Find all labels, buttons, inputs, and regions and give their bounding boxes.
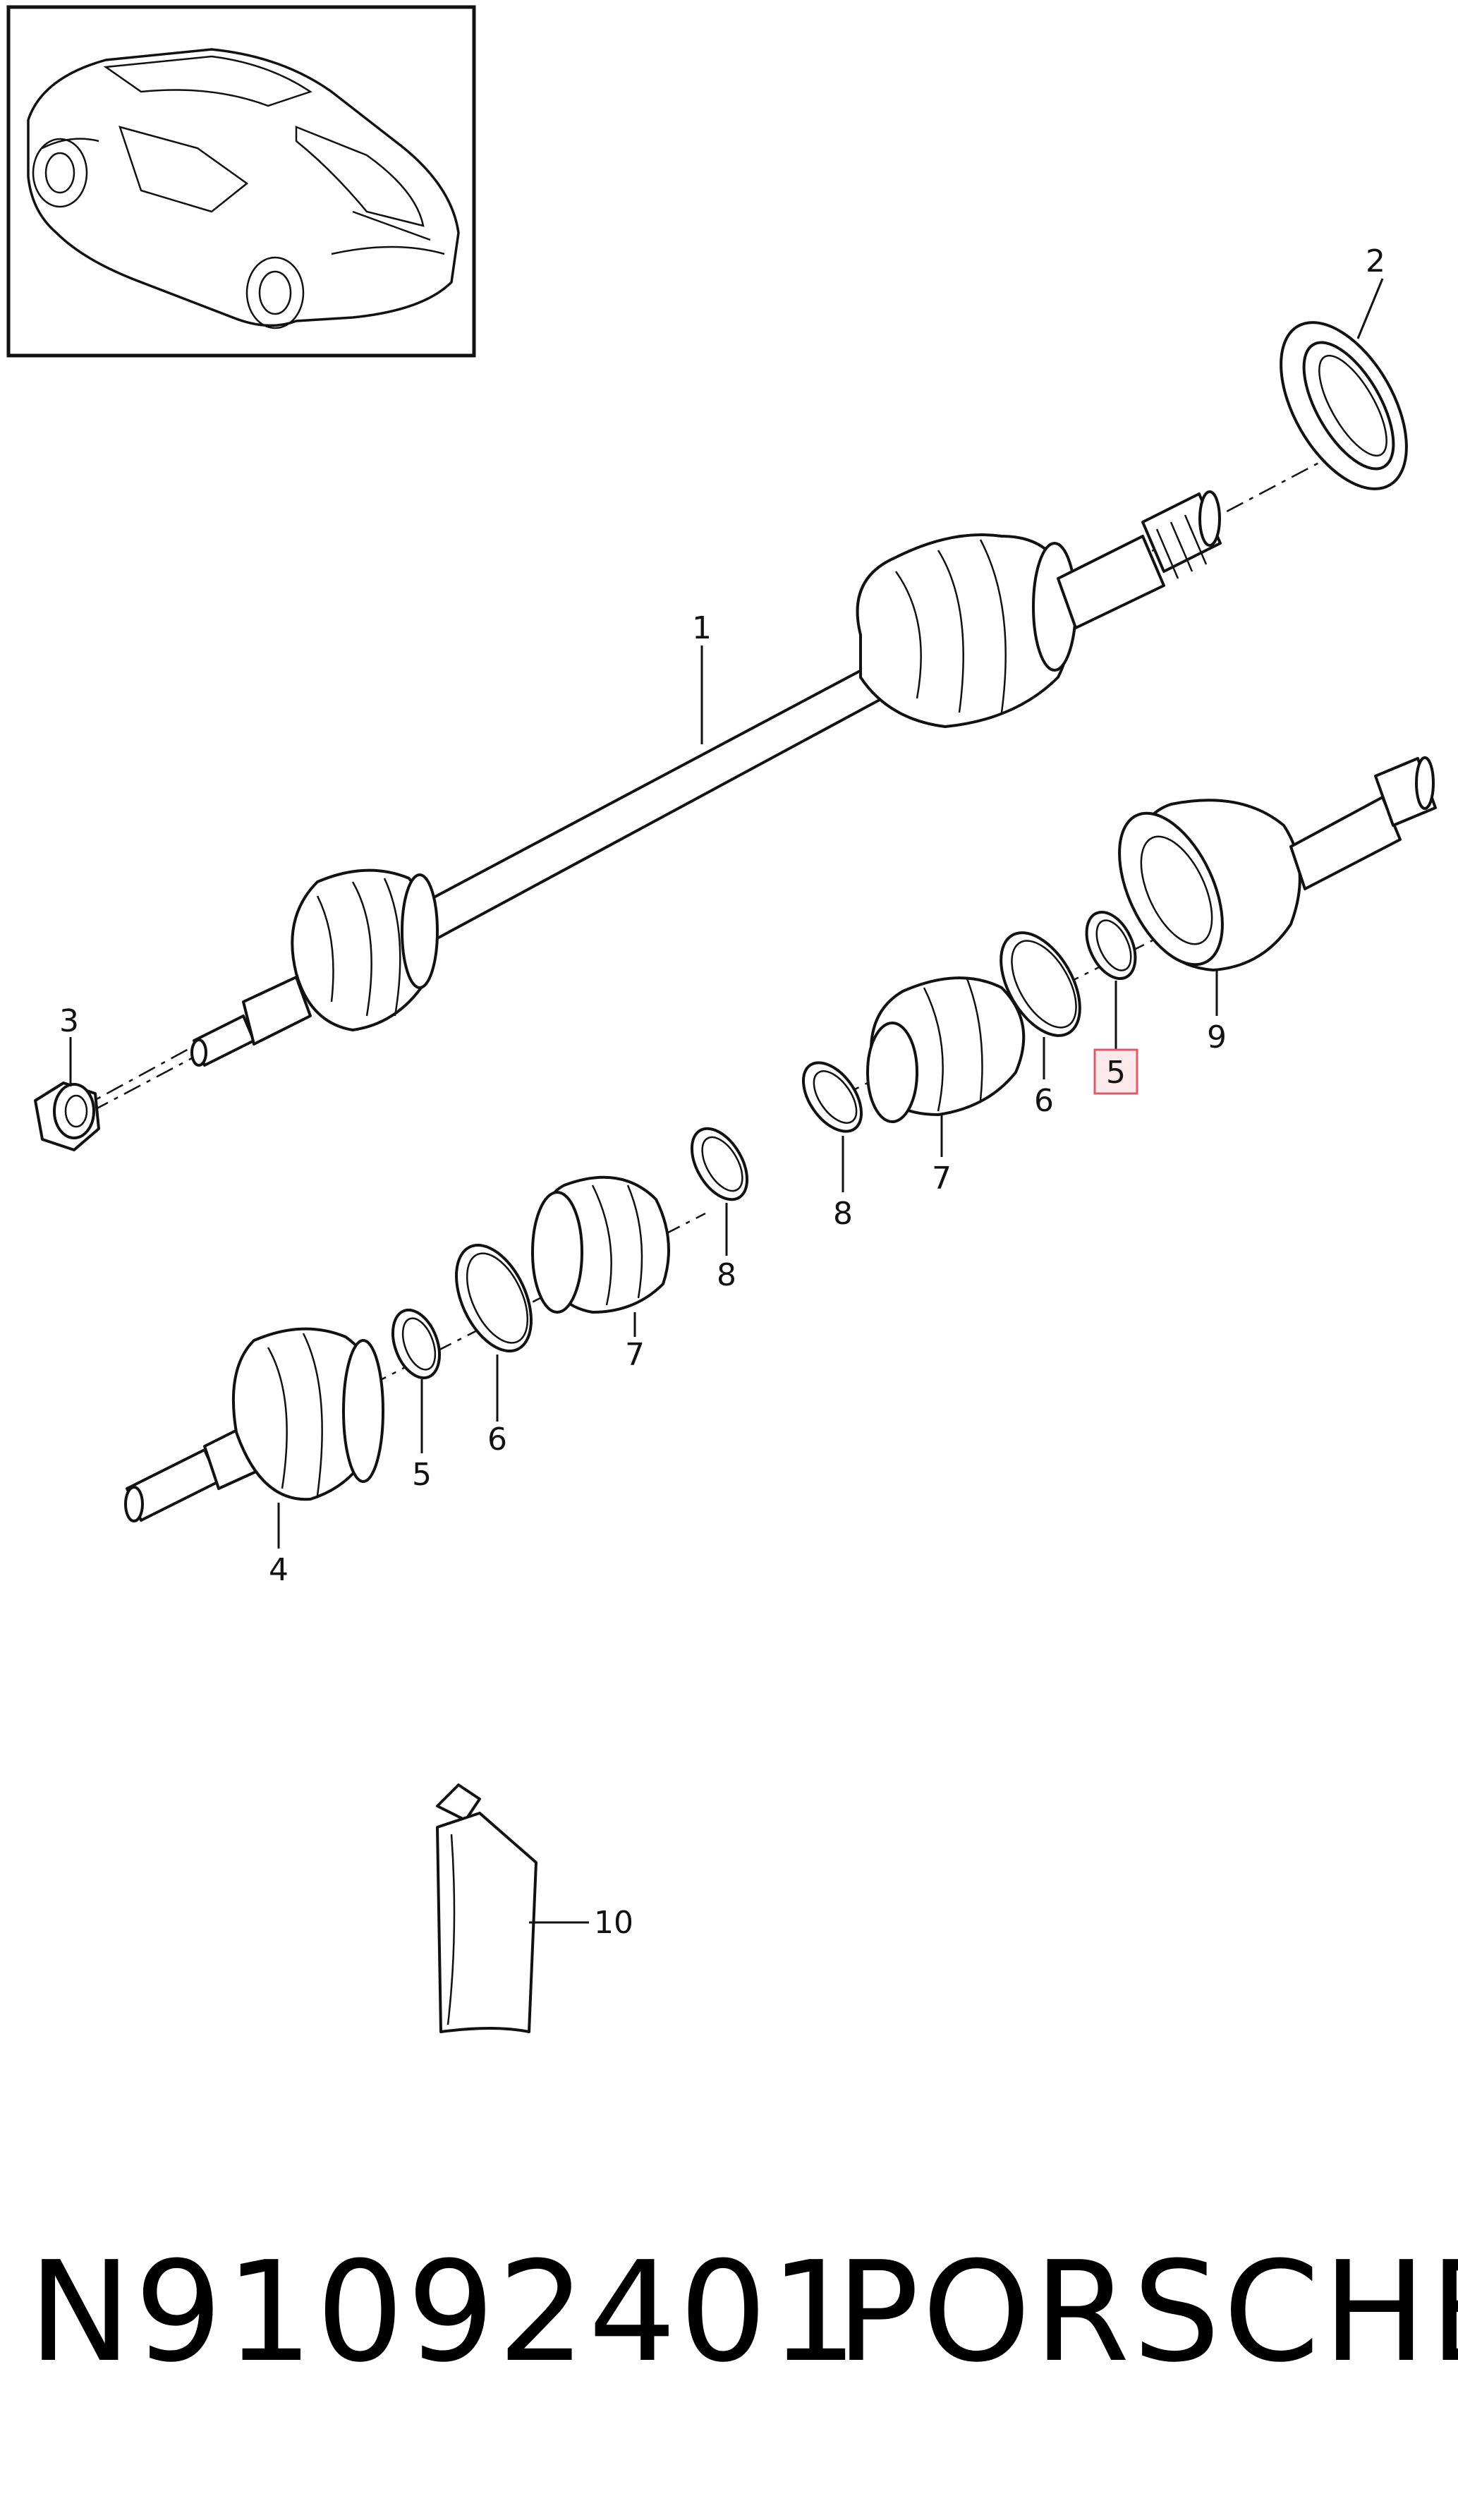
upper-clamp-part-6 [1000, 931, 1081, 1037]
callout-7-lower: 7 [625, 1337, 645, 1373]
part-number: N91092401 [28, 2232, 861, 2393]
lower-circlip-part-5 [391, 1308, 441, 1380]
upper-clamp-part-8 [801, 1061, 863, 1133]
callout-1: 1 [692, 610, 712, 646]
callout-5-upper: 5 [1106, 1055, 1126, 1091]
drive-shaft-part-1 [190, 490, 1222, 1067]
callout-8-upper: 8 [833, 1196, 853, 1232]
callout-3: 3 [59, 1003, 79, 1039]
car-thumbnail-icon [27, 48, 460, 329]
lower-clamp-part-6 [455, 1244, 533, 1352]
leader-lines [69, 278, 1384, 1924]
callout-9: 9 [1207, 1019, 1227, 1055]
vehicle-thumbnail [6, 5, 476, 358]
lower-boot-part-7 [531, 1175, 670, 1314]
callout-7-upper: 7 [932, 1161, 952, 1197]
footer: N91092401 PORSCHE [28, 2232, 1458, 2393]
callout-6-upper: 6 [1034, 1083, 1054, 1119]
ring-part-2 [1280, 321, 1408, 490]
callout-5-highlight-box [1093, 1048, 1138, 1095]
callout-5-lower: 5 [412, 1457, 432, 1493]
callout-labels: 1 2 3 4 5 6 7 8 8 7 6 5 9 10 [59, 243, 1385, 1941]
outer-cv-joint-part-4 [124, 1327, 384, 1522]
center-axes [42, 450, 1341, 1504]
left-cv-boot [291, 868, 439, 1031]
callout-6-lower: 6 [487, 1422, 507, 1458]
nut-part-3 [34, 1082, 100, 1151]
upper-circlip-part-5 [1085, 910, 1137, 981]
callout-8-lower: 8 [717, 1257, 736, 1293]
inner-joint-part-9 [1118, 756, 1437, 971]
brand-name: PORSCHE [836, 2232, 1458, 2393]
grease-tube-icon [436, 1783, 537, 2033]
callout-2: 2 [1366, 243, 1385, 279]
callout-10: 10 [594, 1905, 633, 1941]
callout-4: 4 [269, 1552, 288, 1588]
lower-clamp-part-8 [690, 1127, 749, 1201]
right-cv-boot [856, 533, 1077, 728]
upper-boot-part-7 [866, 976, 1026, 1123]
